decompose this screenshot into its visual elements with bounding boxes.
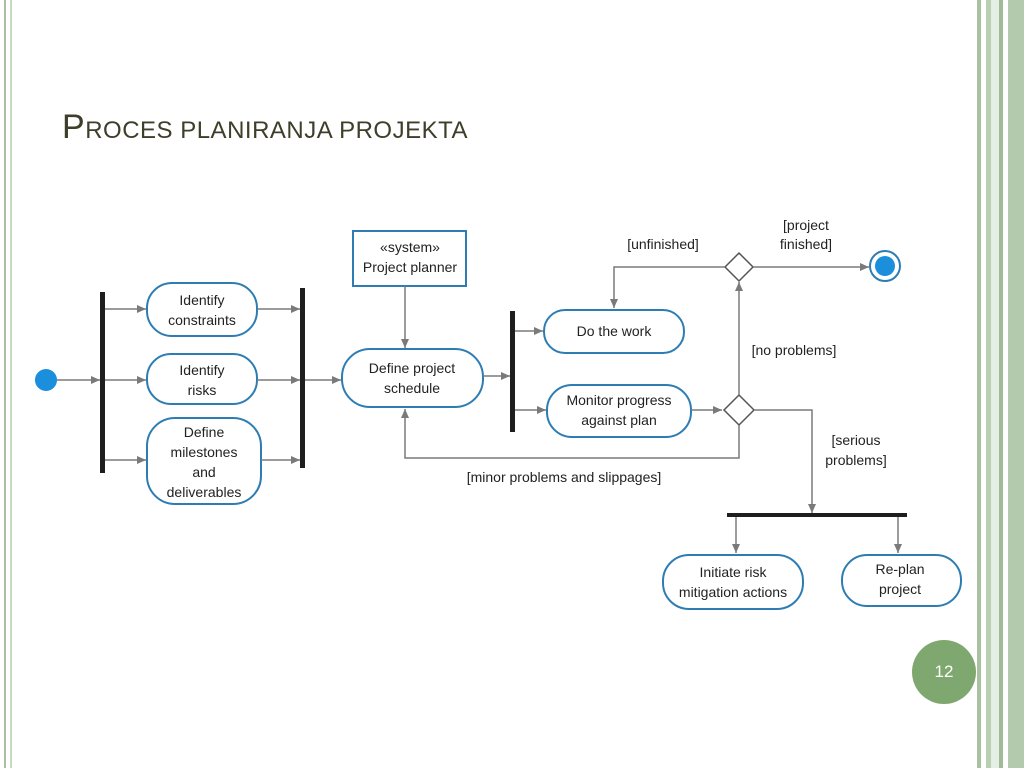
do-work-label: Do the work (577, 323, 653, 339)
define-milestones-line-3: and (192, 464, 215, 480)
guard-serious-problems-line-1: [serious (831, 432, 880, 448)
right-frame-decoration (972, 0, 1024, 768)
define-milestones-line-2: milestones (171, 444, 238, 460)
page-number-badge: 12 (912, 640, 976, 704)
fork-bar-1 (100, 292, 105, 473)
activity-identify-risks: Identify risks (146, 353, 258, 405)
identify-constraints-line-2: constraints (168, 312, 236, 328)
identify-risks-line-2: risks (188, 382, 217, 398)
decision-node-progress (722, 393, 756, 427)
identify-risks-line-1: Identify (179, 362, 224, 378)
activity-monitor-progress: Monitor progress against plan (546, 384, 692, 438)
risk-mitigation-line-1: Initiate risk (700, 564, 768, 580)
monitor-line-1: Monitor progress (566, 392, 671, 408)
risk-mitigation-line-2: mitigation actions (679, 584, 787, 600)
guard-project-finished-line-1: [project (783, 217, 829, 233)
activity-initiate-risk-mitigation: Initiate risk mitigation actions (662, 554, 804, 610)
initial-node (35, 369, 57, 391)
guard-minor-problems: [minor problems and slippages] (467, 469, 662, 485)
activity-identify-constraints: Identify constraints (146, 282, 258, 337)
final-node-core (875, 256, 895, 276)
guard-serious-problems-line-2: problems] (825, 452, 886, 468)
activity-replan-project: Re-plan project (841, 554, 962, 607)
activity-define-milestones: Define milestones and deliverables (146, 417, 262, 505)
guard-unfinished: [unfinished] (627, 236, 699, 252)
slide-title: PROCES PLANIRANJA PROJEKTA (62, 108, 468, 147)
system-stereotype: «system» (380, 239, 440, 255)
title-initial: P (62, 108, 86, 146)
fork-bar-3 (727, 513, 907, 517)
define-schedule-line-1: Define project (369, 360, 455, 376)
replan-line-2: project (879, 581, 921, 597)
left-frame-decoration (4, 0, 12, 768)
replan-line-1: Re-plan (875, 561, 924, 577)
guard-no-problems: [no problems] (752, 342, 837, 358)
decision-node-finished (723, 251, 755, 283)
fork-bar-2 (510, 311, 515, 432)
flow-unfinished (610, 266, 725, 308)
define-milestones-line-4: deliverables (167, 484, 242, 500)
monitor-line-2: against plan (581, 412, 657, 428)
define-milestones-line-1: Define (184, 424, 225, 440)
activity-define-schedule: Define project schedule (341, 348, 484, 408)
join-bar-1 (300, 288, 305, 468)
system-project-planner: «system» Project planner (352, 230, 467, 287)
flow-serious-problems (754, 409, 816, 513)
title-rest: ROCES PLANIRANJA PROJEKTA (85, 117, 468, 144)
system-name: Project planner (363, 259, 458, 275)
identify-constraints-line-1: Identify (179, 292, 224, 308)
guard-project-finished-line-2: finished] (780, 236, 832, 252)
define-schedule-line-2: schedule (384, 380, 440, 396)
activity-do-the-work: Do the work (543, 309, 685, 354)
flow-minor-problems (401, 409, 740, 459)
